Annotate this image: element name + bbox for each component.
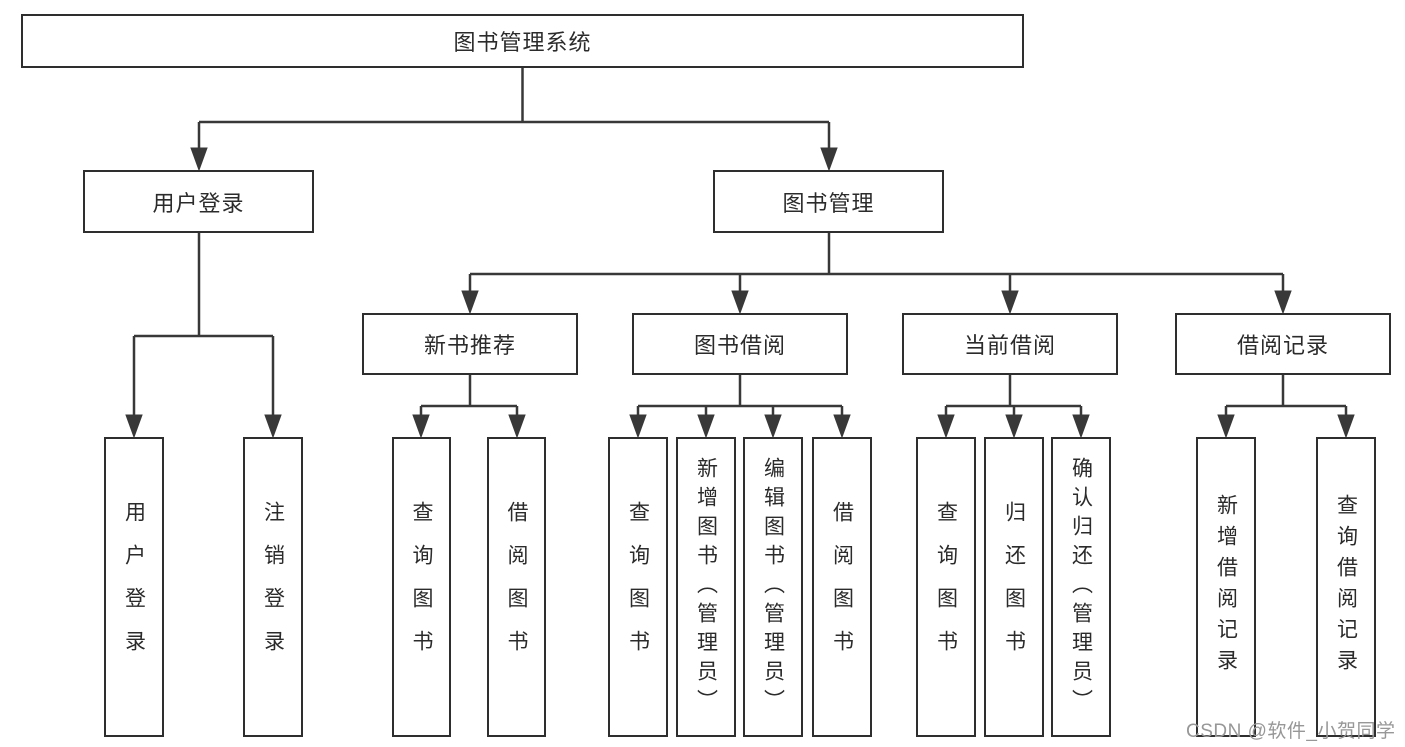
- node-root: 图书管理系统: [21, 14, 1024, 68]
- leaf-borrow-book-1: 借阅图书: [487, 437, 546, 737]
- edge-new-book-recommend-to-leaves: [412, 375, 526, 439]
- leaf-borrow-book-2: 借阅图书: [812, 437, 872, 737]
- edge-current-borrow-to-leaves: [937, 375, 1090, 439]
- leaf-query-book-3: 查询图书: [916, 437, 976, 737]
- node-new-book-recommend: 新书推荐: [362, 313, 578, 375]
- leaf-query-book-1: 查询图书: [392, 437, 451, 737]
- watermark: CSDN @软件_小贺同学: [1186, 721, 1396, 742]
- leaf-confirm-return: 确认归还（管理员）: [1051, 437, 1111, 737]
- leaf-edit-book: 编辑图书（管理员）: [743, 437, 803, 737]
- edge-user-login-to-leaves: [125, 233, 282, 439]
- leaf-return-book: 归还图书: [984, 437, 1044, 737]
- leaf-query-borrow-record: 查询借阅记录: [1316, 437, 1376, 737]
- node-book-borrow: 图书借阅: [632, 313, 848, 375]
- leaf-logout: 注销登录: [243, 437, 303, 737]
- edge-book-borrow-to-leaves: [629, 375, 851, 439]
- node-borrow-records: 借阅记录: [1175, 313, 1391, 375]
- leaf-add-book: 新增图书（管理员）: [676, 437, 736, 737]
- leaf-user-login: 用户登录: [104, 437, 164, 737]
- node-book-management: 图书管理: [713, 170, 944, 233]
- leaf-add-borrow-record: 新增借阅记录: [1196, 437, 1256, 737]
- edge-book-management-to-level3: [461, 233, 1292, 315]
- node-user-login: 用户登录: [83, 170, 314, 233]
- edge-borrow-records-to-leaves: [1217, 375, 1355, 439]
- node-current-borrow: 当前借阅: [902, 313, 1118, 375]
- leaf-query-book-2: 查询图书: [608, 437, 668, 737]
- edge-root-to-level2: [190, 68, 838, 172]
